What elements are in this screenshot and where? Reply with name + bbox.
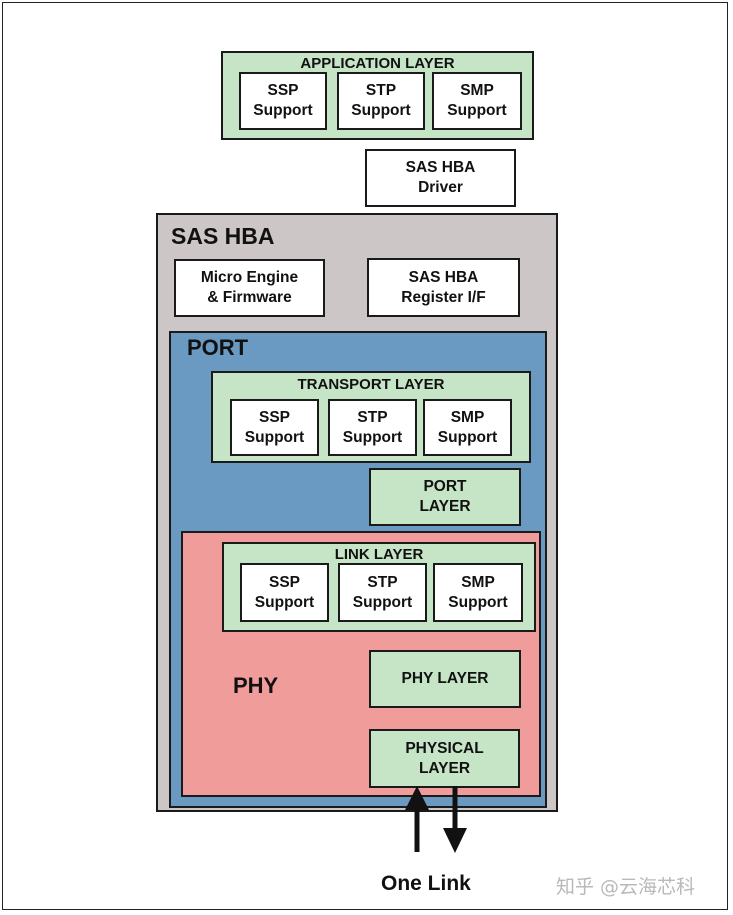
- phy-box: PHY LINK LAYER SSP Support STP Support S…: [181, 531, 541, 797]
- link-stp-support-box: STP Support: [338, 563, 427, 622]
- sas-hba-title: SAS HBA: [171, 223, 275, 249]
- app-ssp-support-box: SSP Support: [239, 72, 327, 130]
- transport-smp-support-box: SMP Support: [423, 399, 512, 456]
- port-title: PORT: [187, 335, 249, 360]
- link-layer-box: LINK LAYER SSP Support STP Support SMP S…: [222, 542, 536, 632]
- port-layer-box: PORT LAYER: [369, 468, 521, 526]
- register-if-box: SAS HBA Register I/F: [367, 258, 520, 317]
- link-layer-title: LINK LAYER: [334, 546, 424, 563]
- transport-stp-support-box: STP Support: [328, 399, 417, 456]
- app-smp-support-box: SMP Support: [432, 72, 522, 130]
- transport-layer-title: TRANSPORT LAYER: [297, 376, 445, 393]
- phy-layer-box: PHY LAYER: [369, 650, 521, 708]
- phy-title: PHY: [233, 673, 279, 698]
- application-layer-box: APPLICATION LAYER SSP Support STP Suppor…: [221, 51, 534, 140]
- downlink-arrowhead: [443, 828, 467, 853]
- link-smp-support-box: SMP Support: [433, 563, 523, 622]
- watermark: 知乎 @云海芯科: [556, 876, 696, 898]
- micro-engine-box: Micro Engine & Firmware: [174, 259, 325, 317]
- sas-hba-box: SAS HBA Micro Engine & Firmware SAS HBA …: [156, 213, 558, 812]
- transport-layer-box: TRANSPORT LAYER SSP Support STP Support …: [211, 371, 531, 463]
- link-ssp-support-box: SSP Support: [240, 563, 329, 622]
- app-stp-support-box: STP Support: [337, 72, 425, 130]
- physical-layer-box: PHYSICAL LAYER: [369, 729, 520, 788]
- transport-ssp-support-box: SSP Support: [230, 399, 319, 456]
- uplink-arrowhead: [405, 786, 429, 810]
- sas-hba-driver-box: SAS HBA Driver: [365, 149, 516, 207]
- port-box: PORT TRANSPORT LAYER SSP Support STP Sup…: [169, 331, 547, 808]
- application-layer-title: APPLICATION LAYER: [300, 55, 455, 72]
- one-link-label: One Link: [381, 872, 471, 895]
